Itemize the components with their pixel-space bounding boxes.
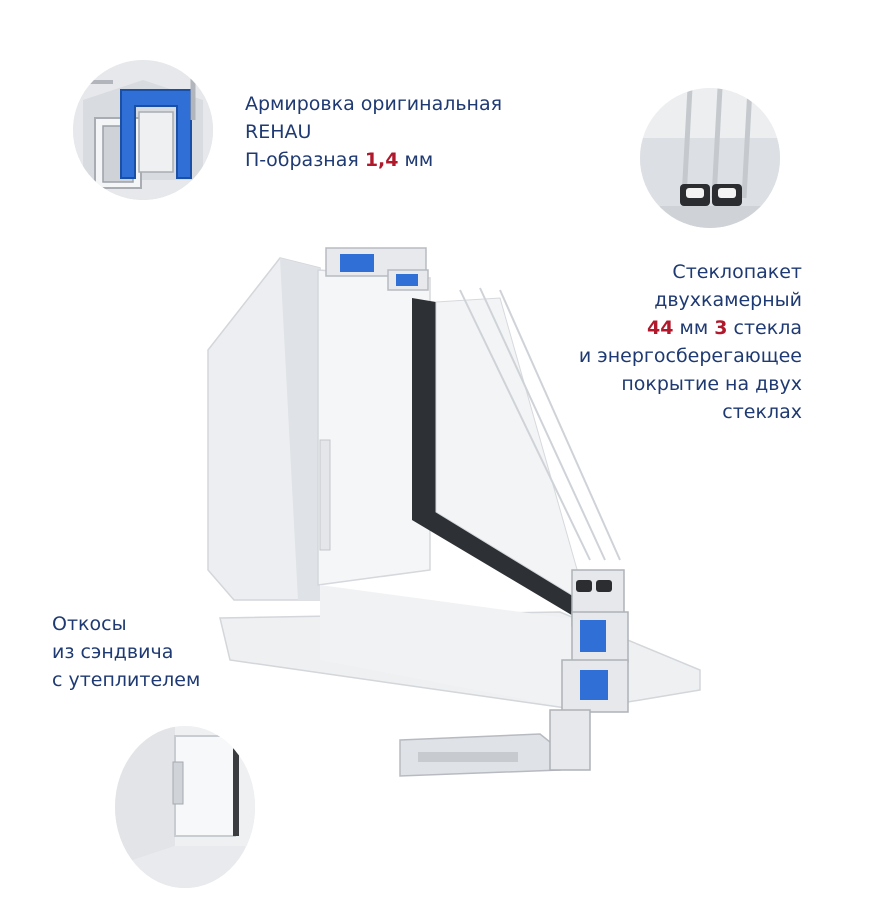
slopes-line-2: из сэндвича [52, 641, 174, 663]
glazing-line-4: и энергосберегающее [578, 345, 802, 367]
reinforcement-caption: Армировка оригинальная REHAU П-образная … [245, 90, 502, 174]
reinforcement-line-2: REHAU [245, 121, 312, 143]
glazing-pane-count: 3 [714, 317, 728, 339]
glazing-line-3: 44 мм 3 стекла [579, 314, 802, 342]
slopes-line-3: с утеплителем [52, 669, 201, 691]
reinforcement-detail-icon [73, 60, 213, 200]
glazing-line-2: двухкамерный [654, 289, 802, 311]
glazing-line-1: Стеклопакет [672, 261, 802, 283]
reinforcement-thickness-value: 1,4 [364, 149, 399, 171]
slope-detail-icon [115, 726, 255, 888]
reinforcement-shape-text: П-образная [245, 149, 365, 171]
reinforcement-unit: мм [398, 149, 434, 171]
reinforcement-line-1: Армировка оригинальная [245, 93, 503, 115]
window-section-illustration [200, 240, 720, 800]
glass-unit-detail-icon [640, 88, 780, 228]
glazing-panes-word: стекла [727, 317, 802, 339]
glazing-line-6: стеклах [722, 401, 802, 423]
glazing-thickness-value: 44 [647, 317, 674, 339]
glazing-line-5: покрытие на двух [621, 373, 802, 395]
reinforcement-line-3: П-образная 1,4 мм [245, 146, 502, 174]
slopes-caption: Откосы из сэндвича с утеплителем [52, 610, 200, 694]
glazing-unit: мм [673, 317, 715, 339]
slopes-line-1: Откосы [52, 613, 127, 635]
glazing-caption: Стеклопакет двухкамерный 44 мм 3 стекла … [579, 258, 802, 426]
